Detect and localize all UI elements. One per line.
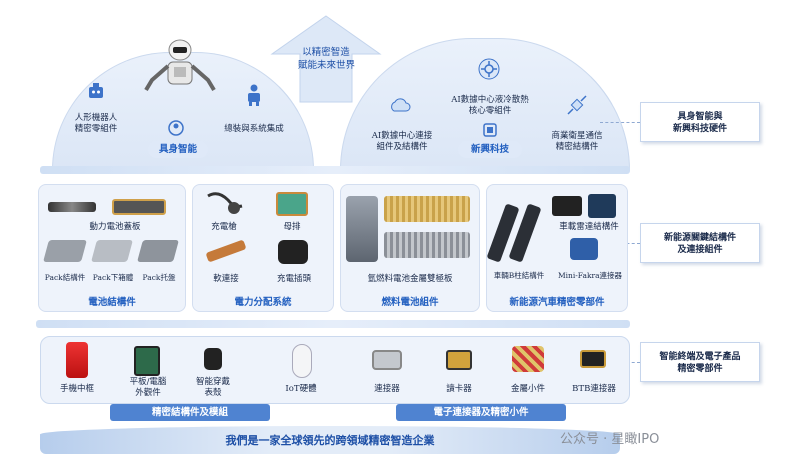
- battery-cover-plate-image-2: [112, 199, 166, 215]
- item-radar-bracket: 車載雷達結構件: [559, 222, 619, 232]
- item-btb: BTB連接器: [572, 384, 616, 394]
- cooling-chip-icon: [478, 58, 500, 80]
- charging-gun-image: [207, 192, 243, 214]
- footer-slogan: 我們是一家全球領先的跨領域精密智造企業: [40, 426, 620, 454]
- arrow-text-line2: 賦能未來世界: [298, 60, 356, 71]
- side-label-nev-line2: 及連接組件: [677, 245, 723, 255]
- side-label-embodied-line1: 具身智能與: [677, 112, 723, 122]
- panel-battery-title: 電池結構件: [88, 297, 136, 308]
- iot-device-image: [292, 344, 312, 378]
- item-metal-parts: 金屬小件: [510, 384, 545, 394]
- metal-parts-image: [512, 346, 544, 372]
- tablet-image: [134, 346, 160, 376]
- embodied-ai-icon: [168, 120, 184, 136]
- label-ai-connect-line2: 組件及結構件: [376, 142, 428, 152]
- radar-bracket-image: [552, 196, 582, 216]
- item-charging-plug: 充電插頭: [276, 274, 311, 284]
- connector-image: [372, 350, 402, 370]
- side-label-nev: 新能源關鍵結構件 及連接組件: [640, 223, 760, 263]
- label-robot-line2: 精密零組件: [74, 124, 118, 134]
- emerging-tech-icon: [483, 123, 497, 137]
- label-ai-cooling-line1: AI數據中心液冷散熱: [451, 95, 529, 105]
- item-phone-frame: 手機中框: [59, 384, 94, 394]
- item-b-pillar: 車輛B柱結構件: [493, 271, 545, 280]
- item-connector: 連接器: [374, 384, 400, 394]
- card-reader-image: [446, 350, 472, 370]
- charging-plug-image: [278, 240, 308, 264]
- item-soft-connection: 軟連接: [213, 274, 239, 284]
- panel-fuel-title: 燃料電池組件: [381, 297, 439, 308]
- item-battery-cover: 動力電池蓋板: [89, 222, 141, 232]
- side-label-embodied-line2: 新興科技硬件: [672, 124, 727, 134]
- item-iot: IoT硬體: [285, 384, 317, 394]
- side-label-nev-line1: 新能源關鍵結構件: [663, 233, 736, 243]
- item-fakra: Mini-Fakra連接器: [557, 271, 623, 280]
- label-assembly: 總裝與系統集成: [224, 124, 284, 134]
- item-watch: 智能穿戴 表殼: [195, 377, 230, 398]
- panel-power-title: 電力分配系統: [234, 297, 292, 308]
- label-satellite-line1: 商業衛星通信: [551, 131, 603, 141]
- battery-cover-plate-image: [48, 202, 96, 212]
- watch-image: [204, 348, 222, 370]
- item-pack-lower-box: Pack下箱體: [92, 273, 134, 282]
- label-ai-cooling-line2: 核心零組件: [468, 106, 512, 116]
- watermark: 公众号 · 星瞰IPO: [560, 432, 660, 447]
- humanoid-robot-image: [144, 39, 216, 92]
- cloud-connect-icon: [391, 98, 411, 112]
- top-band: [40, 166, 630, 174]
- fakra-connector-image: [570, 238, 598, 260]
- item-pack-tray: Pack托盤: [142, 273, 176, 282]
- pack-structure-image: [43, 240, 87, 262]
- label-ai-connect-line1: AI數據中心連接: [371, 131, 433, 141]
- item-tablet: 平板/電腦 外觀件: [129, 377, 167, 398]
- pack-tray-image: [137, 240, 179, 262]
- chip-emerging-tech: 新興科技: [458, 141, 522, 158]
- side-label-embodied: 具身智能與 新興科技硬件: [640, 102, 760, 142]
- side-label-terminal: 智能終端及電子產品 精密零部件: [640, 342, 760, 382]
- label-robot-line1: 人形機器人: [74, 113, 118, 123]
- bipolar-plate-image-2: [384, 196, 470, 222]
- bipolar-plate-image-3: [384, 232, 470, 258]
- up-arrow-icon: [270, 15, 382, 103]
- item-busbar: 母排: [283, 222, 301, 232]
- middle-band: [36, 320, 630, 328]
- side-connector-1: [600, 122, 640, 123]
- label-satellite-line2: 精密結構件: [555, 142, 599, 152]
- phone-frame-image: [66, 342, 88, 378]
- busbar-image: [276, 192, 308, 216]
- side-label-terminal-line1: 智能終端及電子產品: [659, 352, 741, 362]
- panel-nev-title: 新能源汽車精密零部件: [509, 297, 605, 308]
- item-charging-gun: 充電槍: [211, 222, 237, 232]
- satellite-icon: [567, 95, 587, 115]
- item-card-reader: 讀卡器: [446, 384, 472, 394]
- item-pack-structure: Pack結構件: [44, 273, 86, 282]
- panel-power: [192, 184, 334, 312]
- radar-bracket-image-2: [588, 194, 616, 218]
- chip-embodied-ai: 具身智能: [148, 141, 208, 158]
- btb-connector-image: [580, 350, 606, 368]
- assembly-person-icon: [248, 84, 260, 106]
- item-bipolar-plate: 氫燃料電池金屬雙極板: [367, 274, 453, 284]
- arrow-text-line1: 以精密智造: [302, 47, 350, 58]
- group-connectors: 電子連接器及精密小件: [396, 404, 566, 421]
- side-label-terminal-line2: 精密零部件: [677, 364, 723, 374]
- pack-lower-box-image: [91, 240, 133, 262]
- bipolar-plate-image-1: [346, 196, 378, 262]
- robot-component-icon: [89, 83, 103, 98]
- group-precision-structure: 精密結構件及模組: [110, 404, 270, 421]
